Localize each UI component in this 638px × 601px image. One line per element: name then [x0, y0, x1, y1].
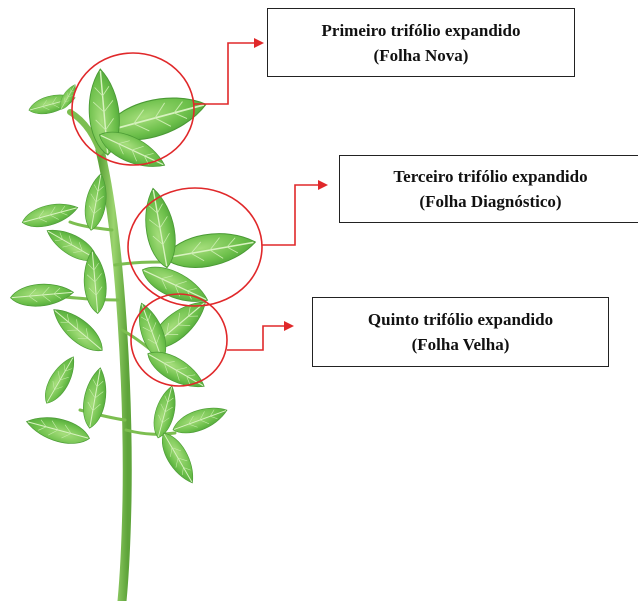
right-trifoliate-lower [149, 384, 230, 488]
main-stem [100, 150, 127, 601]
left-trifoliate-upper [20, 172, 111, 268]
connector-fifth [227, 326, 284, 350]
third-trifoliate [137, 186, 258, 312]
connector-first [194, 43, 255, 104]
arrowhead-fifth [284, 321, 294, 331]
label-third-line2: (Folha Diagnóstico) [340, 189, 638, 214]
label-fifth-trifoliate: Quinto trifólio expandido (Folha Velha) [312, 297, 609, 367]
arrowhead-third [318, 180, 328, 190]
label-fifth-line2: (Folha Velha) [313, 332, 608, 357]
arrowhead-first [254, 38, 264, 48]
label-first-trifoliate: Primeiro trifólio expandido (Folha Nova) [267, 8, 575, 77]
left-trifoliate-middle [9, 249, 109, 358]
label-first-line1: Primeiro trifólio expandido [268, 18, 574, 43]
label-first-line2: (Folha Nova) [268, 43, 574, 68]
left-trifoliate-lower [24, 352, 111, 449]
label-third-trifoliate: Terceiro trifólio expandido (Folha Diagn… [339, 155, 638, 223]
label-third-line1: Terceiro trifólio expandido [340, 164, 638, 189]
label-fifth-line1: Quinto trifólio expandido [313, 307, 608, 332]
connector-third [262, 185, 318, 245]
